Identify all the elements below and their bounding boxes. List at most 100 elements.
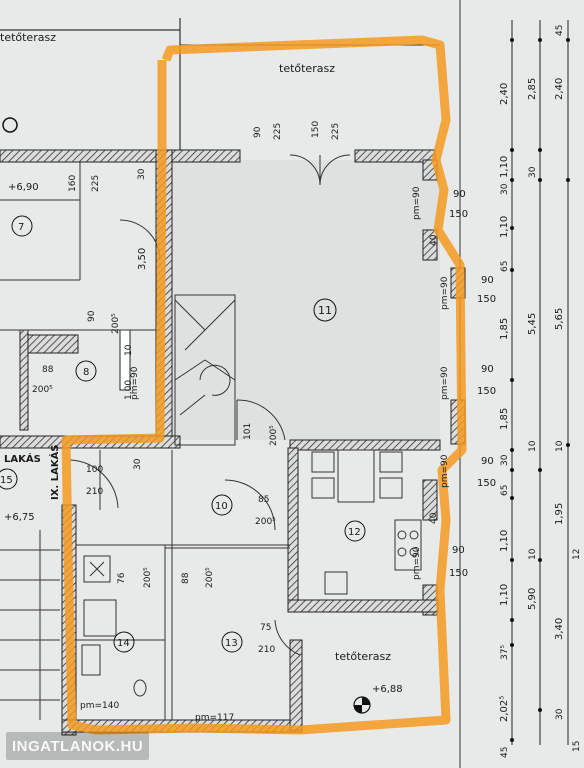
dim-text: 40: [429, 512, 439, 524]
terrace-label: tetőterasz: [279, 62, 335, 75]
window-dim: 90: [453, 189, 466, 200]
dim-chain-3: 15: [572, 741, 582, 752]
room-number: 8: [83, 367, 89, 378]
door-dim: 210: [86, 487, 103, 497]
dim-chain-1: 30: [500, 454, 510, 466]
dim-chain-1: 45: [500, 747, 510, 758]
dim-chain-2: 2,85: [527, 78, 538, 100]
dim-chain-1: 1,85: [499, 408, 510, 430]
dim-chain-3: 2,40: [554, 78, 565, 100]
dim-chain-2: 5,90: [527, 588, 538, 610]
dim-chain-2: 30: [528, 166, 538, 178]
pm-label: pm=90: [412, 186, 422, 220]
dim-chain-1: 37⁵: [500, 645, 510, 660]
stairwell-lower: [0, 530, 60, 720]
bathroom-fixtures: [81, 555, 147, 697]
pm-label: pm=90: [412, 546, 422, 580]
dim-chain-1: 65: [500, 485, 510, 496]
door-dim: 101: [243, 423, 253, 440]
dim-chain-3: 5,65: [554, 308, 565, 330]
dim-chain-3: 12: [572, 549, 582, 560]
dim-chain-1: 1,10: [499, 584, 510, 606]
door-dim: 210: [258, 645, 275, 655]
window-dim: 150: [477, 294, 496, 305]
level-marker-icon: [353, 696, 371, 714]
dim-chain-2: 3,40: [554, 618, 565, 640]
door-dim: 200⁵: [143, 567, 153, 588]
dim-chain-3: 45: [555, 25, 565, 36]
terrace-label: tetőterasz: [335, 650, 391, 663]
door-dim: 225: [273, 123, 283, 140]
window-dim: 150: [449, 209, 468, 220]
door-dim: 88: [181, 572, 191, 584]
door-dim: 200⁵: [255, 517, 276, 527]
window-dim: 90: [481, 456, 494, 467]
pm-label: pm=140: [80, 701, 119, 711]
dim-chain-1: 1,10: [499, 530, 510, 552]
dim-chain-2: 5,45: [527, 313, 538, 335]
pm-label: pm=90: [440, 454, 450, 488]
door-dim: 200⁵: [269, 425, 279, 446]
dimension-lines: [511, 20, 569, 745]
pm-label: pm=90: [440, 276, 450, 310]
door-dim: 200⁵: [32, 385, 53, 395]
window-dim: 90: [452, 545, 465, 556]
dim-text: 3,50: [137, 248, 148, 270]
door-dim: 76: [117, 572, 127, 584]
window-dim: 90: [481, 275, 494, 286]
dim-chain-3: 10: [555, 440, 565, 452]
door-dim: 75: [260, 623, 271, 633]
level-label: +6,90: [8, 182, 39, 193]
dim-chain-1: 1,85: [499, 318, 510, 340]
door-dim: 100: [86, 465, 103, 475]
room-number: 11: [318, 304, 332, 317]
watermark-text: INGATLANOK.HU: [12, 737, 144, 755]
dim-chain-2: 10: [528, 440, 538, 452]
door-dim: 90: [87, 310, 97, 322]
apartment-label: IX. LAKÁS: [48, 444, 61, 500]
door-dim: 150: [311, 121, 321, 138]
apartment-label: LAKÁS: [4, 452, 41, 465]
door-dim: 225: [331, 123, 341, 140]
room-circles: [0, 215, 366, 653]
pm-label: pm=90: [130, 366, 140, 400]
dim-chain-1: 65: [500, 261, 510, 272]
door-dim: 200⁵: [205, 567, 215, 588]
room-number: 10: [215, 501, 228, 512]
dim-chain-1: 1,10: [499, 216, 510, 238]
door-dim: 160: [68, 175, 78, 192]
watermark: INGATLANOK.HU: [6, 732, 150, 760]
dim-text: 40: [429, 234, 439, 246]
pm-label: pm=90: [440, 366, 450, 400]
dimension-ticks: [510, 38, 570, 742]
door-dim: 225: [91, 175, 101, 192]
room-11-shade: [170, 160, 440, 440]
room-number: 14: [117, 638, 130, 649]
unit-highlight: [61, 35, 467, 735]
dining-set: [311, 449, 422, 595]
room-15-marker: [2, 117, 18, 133]
room-number: 13: [225, 638, 238, 649]
window-dim: 90: [481, 364, 494, 375]
door-dim: 200⁵: [111, 313, 121, 334]
staircase: [0, 294, 236, 720]
dim-chain-2: 1,95: [554, 503, 565, 525]
dim-chain-1: 30: [500, 183, 510, 195]
dim-text: 10: [124, 344, 134, 356]
dim-chain-1: 2,40: [499, 83, 510, 105]
level-label: +6,88: [372, 684, 403, 695]
window-dim: 150: [449, 568, 468, 579]
room-number: 7: [18, 222, 24, 233]
dim-chain-2: 10: [528, 548, 538, 560]
dim-text: 30: [133, 458, 143, 470]
door-dim: 90: [253, 126, 263, 138]
door-dim: 85: [258, 495, 269, 505]
terrace-label: tetőterasz: [0, 31, 56, 44]
level-label: +6,75: [4, 512, 35, 523]
room-number: 15: [0, 475, 13, 486]
dim-chain-1: 2,02⁵: [499, 696, 510, 722]
pm-label: pm=117: [195, 713, 234, 723]
room-number: 12: [348, 527, 361, 538]
